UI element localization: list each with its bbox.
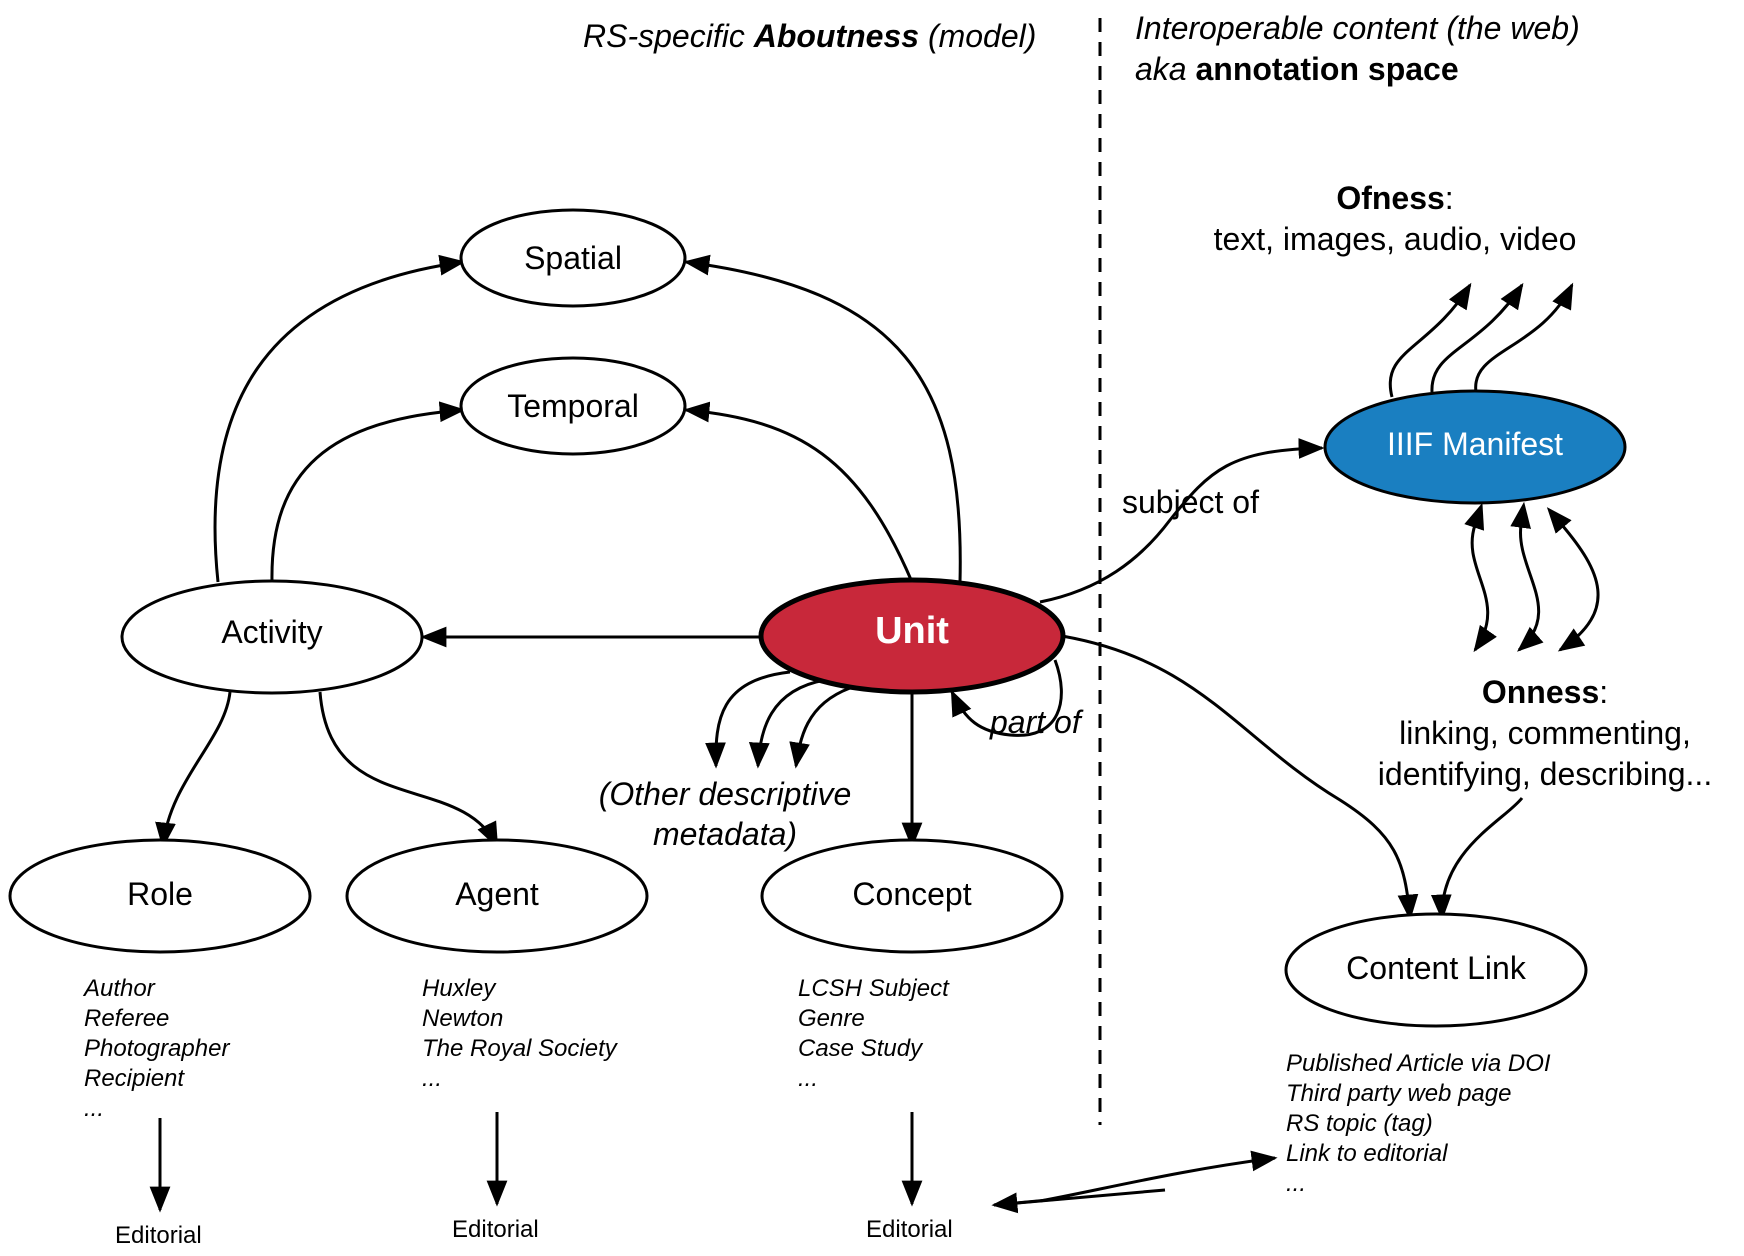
label-other-metadata: (Other descriptive metadata)	[560, 774, 890, 854]
onness-title: Onness	[1481, 674, 1600, 710]
list-item: ...	[84, 1095, 105, 1122]
node-unit[interactable]	[758, 577, 1066, 695]
node-concept[interactable]	[760, 838, 1064, 954]
edge-editorial-contentlink	[1039, 1150, 1278, 1203]
header-right: Interoperable content (the web) aka anno…	[1135, 8, 1580, 90]
list-item: The Royal Society	[422, 1035, 617, 1062]
ofness-title: Ofness	[1336, 180, 1445, 216]
ofness-block: Ofness: text, images, audio, video	[1195, 178, 1595, 260]
list-item: Author	[84, 975, 155, 1002]
list-item: ...	[1286, 1170, 1307, 1197]
edge-contentlink-editorial	[991, 1192, 1071, 1214]
edge-iiif-ofness-3	[1474, 282, 1574, 393]
node-agent-label: Agent	[455, 876, 539, 912]
label-other-line2: metadata)	[652, 816, 798, 852]
onness-block: Onness: linking, commenting, identifying…	[1350, 672, 1740, 795]
edge-unit-part-of	[950, 659, 1063, 737]
header-left-suffix: (model)	[919, 18, 1037, 54]
edge-activity-temporal	[270, 401, 466, 583]
list-item: Published Article via DOI	[1286, 1050, 1551, 1077]
edge-activity-spatial	[213, 254, 466, 583]
edge-unit-other-2	[748, 678, 826, 769]
list-item: Huxley	[422, 975, 496, 1002]
list-item: Case Study	[798, 1035, 923, 1062]
editorial-role: Editorial	[115, 1222, 202, 1249]
list-item: RS topic (tag)	[1286, 1110, 1433, 1137]
label-part-of: part of	[990, 704, 1081, 740]
label-subject-of: subject of	[1122, 484, 1259, 520]
list-item: Referee	[84, 1005, 170, 1032]
editorial-concept: Editorial	[866, 1216, 953, 1243]
onness-line1: linking, commenting,	[1399, 715, 1691, 751]
list-item: ...	[422, 1065, 443, 1092]
edge-iiif-onness-1	[1464, 502, 1497, 653]
header-left: RS-specific Aboutness (model)	[583, 18, 1036, 55]
list-role: Author Referee Photographer Recipient ..…	[84, 974, 229, 1124]
edge-unit-spatial	[683, 254, 962, 583]
header-right-line1: Interoperable content (the web)	[1135, 10, 1580, 46]
edge-onness-contentlink	[1430, 797, 1524, 921]
node-role-label: Role	[127, 876, 193, 912]
node-content-link[interactable]	[1284, 912, 1588, 1028]
list-agent: Huxley Newton The Royal Society ...	[422, 974, 617, 1094]
list-item: Photographer	[84, 1035, 230, 1062]
onness-line2: identifying, describing...	[1377, 756, 1713, 792]
node-role[interactable]	[8, 838, 312, 954]
node-content-link-label: Content Link	[1346, 950, 1527, 986]
edge-activity-agent	[318, 691, 499, 849]
node-spatial-label: Spatial	[524, 240, 622, 276]
edge-iiif-ofness-1	[1388, 282, 1472, 398]
edge-unit-contentlink	[1061, 634, 1419, 921]
list-item: Recipient	[84, 1065, 185, 1092]
list-concept: LCSH Subject Genre Case Study ...	[798, 974, 949, 1094]
ofness-desc: text, images, audio, video	[1213, 221, 1577, 257]
list-item: Link to editorial	[1286, 1140, 1448, 1167]
onness-colon: :	[1599, 674, 1609, 710]
node-iiif-manifest[interactable]	[1323, 389, 1627, 505]
node-iiif-label: IIIF Manifest	[1387, 426, 1563, 462]
edge-unit-other-1	[705, 670, 791, 769]
node-temporal[interactable]	[459, 356, 687, 456]
edge-unit-iiif	[1039, 438, 1325, 604]
edge-iiif-onness-2	[1510, 501, 1544, 652]
header-left-bold: Aboutness	[753, 18, 920, 54]
editorial-agent: Editorial	[452, 1216, 539, 1243]
list-item: ...	[798, 1065, 819, 1092]
header-right-bold: annotation space	[1195, 51, 1459, 87]
edge-activity-role	[155, 691, 232, 849]
header-right-prefix: aka	[1135, 51, 1196, 87]
edge-iiif-onness-3	[1546, 507, 1600, 652]
node-temporal-label: Temporal	[507, 388, 639, 424]
node-activity[interactable]	[120, 579, 424, 695]
edge-iiif-ofness-2	[1430, 282, 1524, 393]
edge-unit-temporal	[683, 401, 914, 583]
node-spatial[interactable]	[459, 208, 687, 308]
node-agent[interactable]	[345, 838, 649, 954]
header-left-prefix: RS-specific	[583, 18, 754, 54]
node-concept-label: Concept	[852, 876, 971, 912]
label-other-line1: (Other descriptive	[598, 776, 852, 812]
list-item: Third party web page	[1286, 1080, 1512, 1107]
list-content-link: Published Article via DOI Third party we…	[1286, 1049, 1551, 1199]
edge-unit-other-3	[789, 686, 851, 769]
ofness-colon: :	[1444, 180, 1454, 216]
node-unit-label: Unit	[875, 610, 949, 652]
list-item: LCSH Subject	[798, 975, 949, 1002]
list-item: Newton	[422, 1005, 504, 1032]
list-item: Genre	[798, 1005, 865, 1032]
node-activity-label: Activity	[221, 614, 322, 650]
